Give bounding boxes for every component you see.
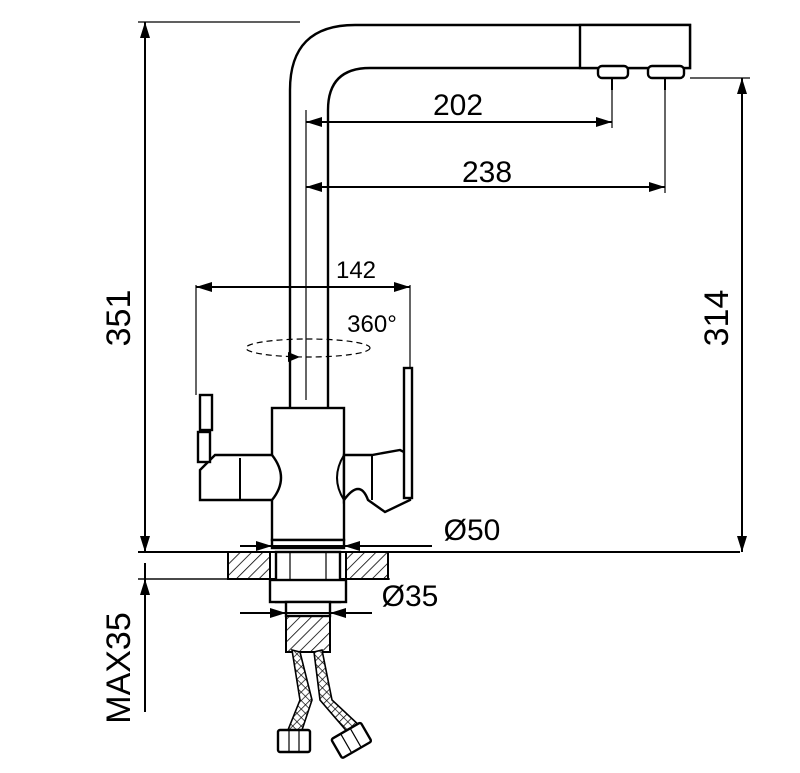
hose-nut-left bbox=[276, 728, 312, 754]
dim-reach-202-label: 202 bbox=[433, 89, 483, 122]
supply-hoses bbox=[276, 648, 373, 759]
rotation-label: 360° bbox=[347, 311, 397, 338]
dim-base-diameter: Ø50 bbox=[240, 514, 500, 551]
left-lever bbox=[198, 393, 214, 432]
spout-head bbox=[578, 23, 692, 70]
dim-handle-142-label: 142 bbox=[336, 257, 376, 284]
dim-shank-diameter: Ø35 bbox=[240, 580, 438, 618]
outlet-left bbox=[596, 64, 630, 80]
valve-body bbox=[196, 366, 414, 550]
right-handle bbox=[342, 448, 412, 514]
dim-handle-142: 142 bbox=[195, 257, 411, 395]
faucet-body bbox=[288, 23, 692, 410]
dim-reach-238: 238 bbox=[305, 90, 666, 400]
dim-spout-height-label: 314 bbox=[698, 290, 736, 347]
dim-reach-202: 202 bbox=[306, 89, 613, 128]
dim-max-thickness-label: MAX35 bbox=[100, 612, 138, 724]
dim-max-thickness: MAX35 bbox=[100, 563, 228, 724]
rotation-indicator: 360° bbox=[245, 311, 397, 362]
dim-spout-height: 314 bbox=[690, 77, 750, 552]
outlet-right bbox=[646, 64, 686, 80]
hose-nut-right bbox=[330, 721, 373, 759]
dim-total-height: 351 bbox=[100, 21, 300, 552]
dim-base-diameter-label: Ø50 bbox=[444, 514, 501, 547]
right-lever bbox=[402, 366, 414, 500]
dim-reach-238-label: 238 bbox=[462, 156, 512, 189]
counter-section bbox=[138, 550, 740, 653]
dim-shank-diameter-label: Ø35 bbox=[382, 580, 439, 613]
dim-total-height-label: 351 bbox=[100, 290, 138, 347]
